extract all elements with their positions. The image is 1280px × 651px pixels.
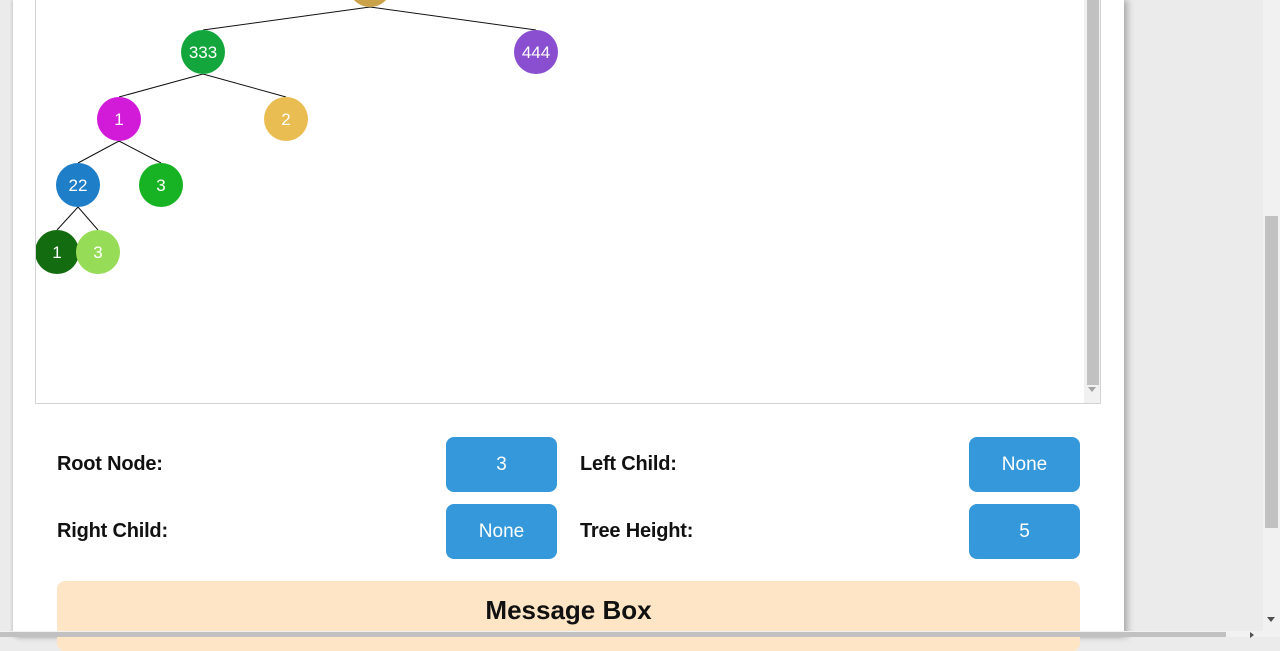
tree-edge: [369, 6, 537, 31]
tree-node[interactable]: 333: [181, 30, 225, 74]
tree-node-circle[interactable]: [76, 230, 120, 274]
panel-scroll-down-icon[interactable]: [1088, 387, 1096, 392]
tree-edge: [118, 73, 204, 98]
tree-node-label: 3: [93, 243, 102, 262]
root-node-value: 3: [446, 437, 557, 492]
tree-node[interactable]: 22: [56, 163, 100, 207]
tree-node-label: 333: [189, 43, 217, 62]
tree-edge: [202, 73, 287, 98]
tree-node[interactable]: 2: [264, 97, 308, 141]
right-child-label: Right Child:: [57, 520, 168, 542]
tree-node-circle[interactable]: [36, 230, 79, 274]
message-box: Message Box: [57, 581, 1080, 651]
tree-edge: [202, 6, 371, 31]
tree-node-circle[interactable]: [56, 163, 100, 207]
horizontal-scroll-right-icon[interactable]: [1250, 632, 1254, 638]
tree-edge: [118, 140, 162, 164]
tree-edge: [56, 206, 79, 231]
tree-node[interactable]: 3: [76, 230, 120, 274]
tree-node[interactable]: 1: [97, 97, 141, 141]
tree-node-circle[interactable]: [264, 97, 308, 141]
tree-node-circle[interactable]: [514, 30, 558, 74]
tree-node[interactable]: 1: [36, 230, 79, 274]
tree-node-circle[interactable]: [139, 163, 183, 207]
tree-node-circle[interactable]: [97, 97, 141, 141]
message-box-title: Message Box: [485, 595, 652, 625]
tree-node[interactable]: [348, 0, 392, 7]
left-child-value: None: [969, 437, 1080, 492]
window-scrollbar-thumb[interactable]: [1265, 216, 1278, 528]
tree-node-label: 1: [52, 243, 61, 262]
panel-scrollbar-thumb[interactable]: [1087, 0, 1099, 385]
tree-edge: [77, 206, 99, 231]
tree-node-circle[interactable]: [181, 30, 225, 74]
right-child-value: None: [446, 504, 557, 559]
tree-node-label: 1: [114, 110, 123, 129]
tree-node-label: 22: [69, 176, 88, 195]
tree-node-label: 2: [281, 110, 290, 129]
tree-node-label: 3: [156, 176, 165, 195]
tree-node-label: 444: [522, 43, 550, 62]
left-child-label: Left Child:: [580, 453, 677, 475]
root-node-label: Root Node:: [57, 453, 163, 475]
tree-height-label: Tree Height:: [580, 520, 694, 542]
tree-height-value: 5: [969, 504, 1080, 559]
tree-node-circle[interactable]: [348, 0, 392, 7]
tree-node[interactable]: 444: [514, 30, 558, 74]
tree-edge: [77, 140, 120, 164]
horizontal-scrollbar-thumb[interactable]: [0, 632, 1226, 637]
tree-node[interactable]: 3: [139, 163, 183, 207]
window-scroll-down-icon[interactable]: [1267, 617, 1275, 622]
